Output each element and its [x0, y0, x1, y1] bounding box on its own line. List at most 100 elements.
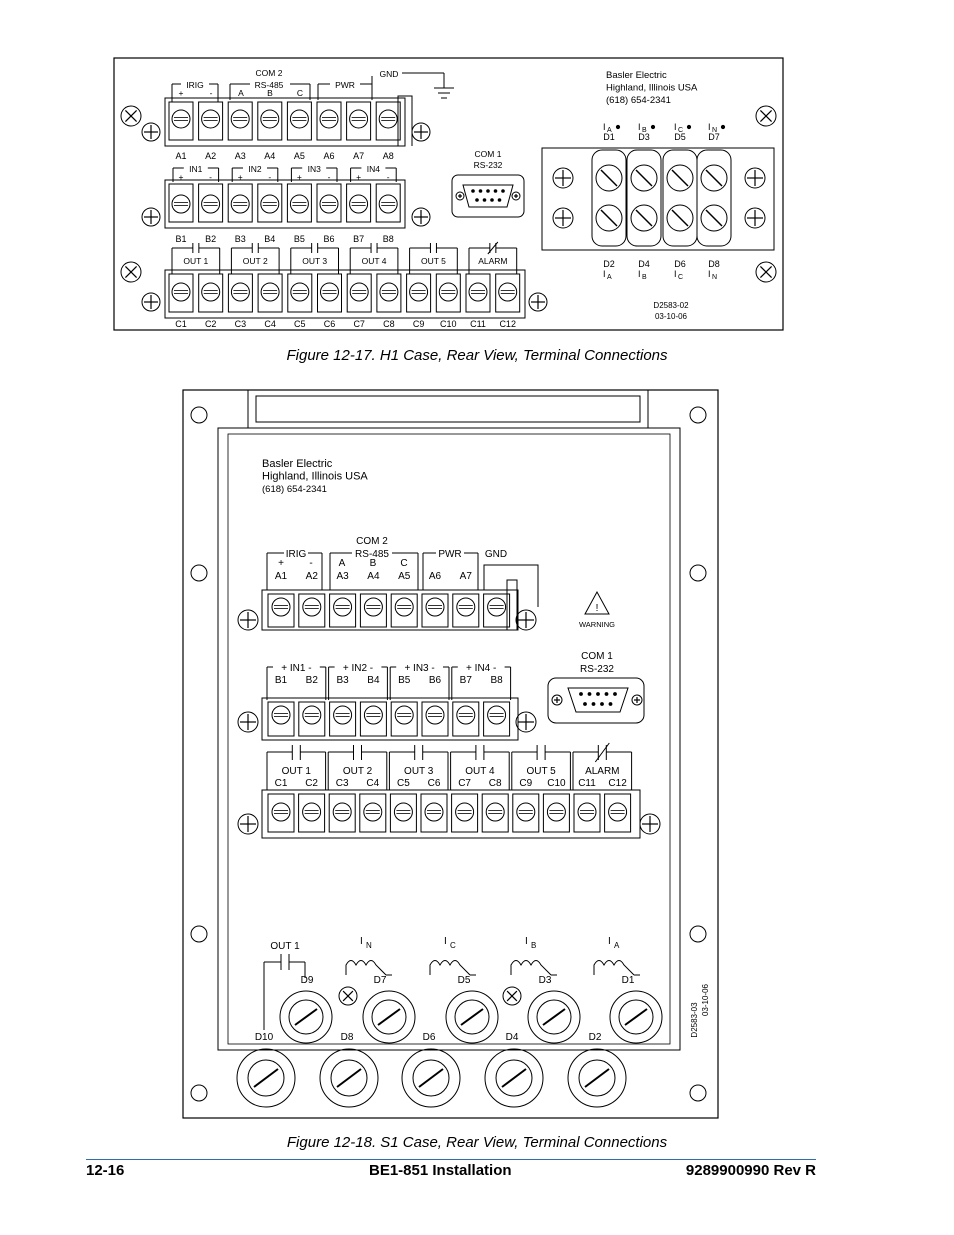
terminal-block [286, 183, 312, 223]
drawing-number: D2583-02 [653, 301, 689, 310]
ct-slot [253, 1068, 279, 1088]
terminal-label-C1: C1 [275, 778, 288, 789]
ct-slot [635, 169, 653, 187]
ct-slot [705, 209, 723, 227]
terminal-label-C2: C2 [205, 319, 217, 329]
out-group-label: OUT 1 [183, 256, 208, 266]
terminal-label-C8: C8 [489, 778, 502, 789]
ct-terminal: D5 [458, 975, 471, 986]
out-group-label: OUT 1 [282, 766, 312, 777]
terminal-screw [394, 705, 414, 725]
in-group-label: + IN1 - [281, 663, 311, 674]
row-c-left-screw [237, 813, 259, 835]
terminal-label-C3: C3 [336, 778, 349, 789]
ct-lower-ring [484, 1048, 544, 1108]
terminal-label-B3: B3 [235, 234, 246, 244]
ct-bottom-terminal: D2 [603, 259, 615, 269]
terminal-label-B2: B2 [205, 234, 216, 244]
ct-screw-top [700, 164, 728, 192]
terminal-label-C4: C4 [366, 778, 379, 789]
db9-pin [493, 189, 498, 193]
ct-right-screw-bottom [744, 207, 766, 229]
terminal-block [329, 701, 357, 737]
terminal-block [168, 101, 194, 141]
ct-right-screw-top [744, 167, 766, 189]
figure-12-18-caption: Figure 12-18. S1 Case, Rear View, Termin… [286, 1134, 668, 1151]
terminal-label-A8: A8 [383, 151, 394, 161]
ct-upper-ring [279, 990, 333, 1044]
rs232-label: RS-232 [580, 664, 614, 675]
terminal-block [389, 793, 417, 833]
ct-lower-screw [578, 1059, 616, 1097]
ct-lower-screw [247, 1059, 285, 1097]
terminal-block [198, 273, 224, 313]
terminal-block [298, 593, 326, 628]
ct-bottom-phase: A [607, 274, 612, 281]
row-a-strip [164, 97, 406, 147]
terminal-block [604, 793, 632, 833]
document-number: 9289900990 Rev R [685, 1162, 816, 1179]
com1-label: COM 1 [475, 149, 502, 159]
terminal-block [168, 183, 194, 223]
ct-upper-screw [454, 999, 490, 1035]
ct-top-terminal: D7 [708, 132, 720, 142]
db9-pin [587, 692, 592, 696]
terminal-block [512, 793, 540, 833]
ct-slot [418, 1068, 444, 1088]
terminal-label-B8: B8 [490, 675, 503, 686]
db9-shell [451, 174, 525, 218]
db9-pin [475, 198, 479, 202]
ct-slot [671, 209, 689, 227]
db9-pin [613, 692, 617, 696]
out-group-label: OUT 4 [465, 766, 495, 777]
terminal-label-B7: B7 [460, 675, 473, 686]
ct-terminal [626, 149, 662, 247]
mount-hole [689, 406, 707, 424]
terminal-label-B6: B6 [323, 234, 334, 244]
terminal-label-C8: C8 [383, 319, 395, 329]
terminal-label-D8: D8 [341, 1032, 354, 1043]
terminal-screw [485, 802, 505, 822]
ct-bottom-i: I [603, 269, 606, 279]
terminal-label-C9: C9 [519, 778, 532, 789]
mount-hole [190, 1084, 208, 1102]
in-group-label: IN1 [189, 164, 203, 174]
in-group-label: IN3 [308, 164, 322, 174]
db9-shell [547, 677, 645, 724]
terminal-label-C12: C12 [499, 319, 516, 329]
rs485-c: C [400, 558, 407, 569]
pwr-label: PWR [335, 80, 355, 90]
ct-i: I [444, 936, 447, 947]
db9-screw [455, 191, 465, 201]
db9-pin [608, 702, 613, 706]
ct-top-terminal: D3 [638, 132, 650, 142]
warning-label: WARNING [579, 620, 615, 629]
terminal-block [483, 593, 511, 628]
rs485-label: RS-485 [255, 80, 284, 90]
s1-inner-panel [217, 427, 681, 1051]
terminal-label-B1: B1 [175, 234, 186, 244]
s1-handle-bar [247, 389, 649, 429]
ct-upper-ring [445, 990, 499, 1044]
ct-slot [635, 209, 653, 227]
row-a-left-screw [237, 609, 259, 631]
ct-phase: C [450, 941, 456, 950]
company-line: Basler Electric [262, 458, 333, 470]
ct-top-phase: A [607, 127, 612, 134]
terminal-block [542, 793, 570, 833]
terminal-screw [456, 705, 476, 725]
terminal-label-C12: C12 [608, 778, 627, 789]
terminal-label-A6: A6 [429, 571, 442, 582]
terminal-label-C11: C11 [470, 319, 486, 329]
terminal-block [227, 273, 253, 313]
terminal-screw [487, 705, 507, 725]
db9-pin [478, 189, 483, 193]
in-group-label: + IN3 - [404, 663, 434, 674]
ct-lower-ring [319, 1048, 379, 1108]
gnd-wire [483, 564, 539, 607]
terminal-block [406, 273, 432, 313]
terminal-label-C7: C7 [458, 778, 471, 789]
ct-bottom-terminal: D4 [638, 259, 650, 269]
terminal-screw [425, 705, 445, 725]
terminal-block [359, 593, 387, 628]
